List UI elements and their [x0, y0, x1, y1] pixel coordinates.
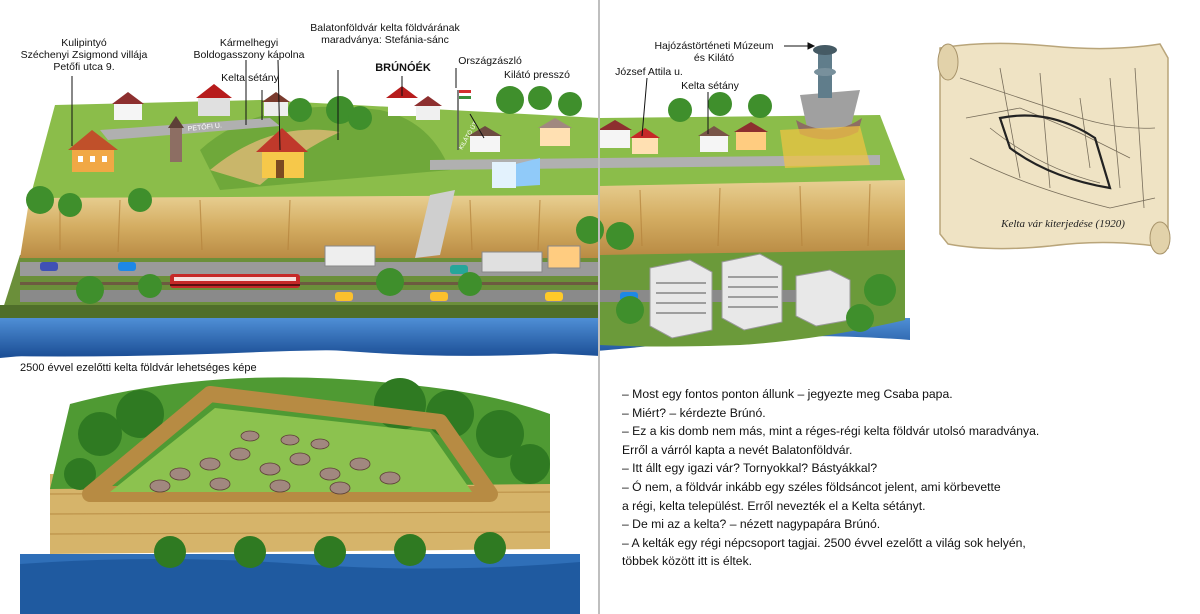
story-dialogue: – Most egy fontos ponton állunk – jegyez… — [622, 385, 1182, 571]
dialogue-line: Erről a várról kapta a nevét Balatonföld… — [622, 442, 853, 457]
earth-rampart — [82, 386, 498, 502]
house — [481, 251, 543, 273]
label-kelta-foldvar: Balatonföldvár kelta földvárának maradvá… — [310, 22, 460, 46]
celtic-fort-reconstruction — [20, 377, 580, 614]
dialogue-line: a régi, kelta települést. Erről nevezték… — [622, 498, 926, 513]
page-gutter — [598, 0, 600, 614]
playground — [780, 126, 870, 168]
house — [262, 92, 290, 116]
label-jozsef-attila-u: József Attila u. — [615, 66, 683, 78]
house-chapel — [256, 128, 308, 178]
house — [547, 245, 581, 269]
reconstruction-caption: 2500 évvel ezelőtti kelta földvár lehets… — [20, 362, 257, 374]
lake-water-left — [0, 318, 600, 357]
dialogue-line: – De mi az a kelta? – nézett nagypapára … — [622, 517, 881, 532]
dialogue-line: – Miért? – kérdezte Brúnó. — [622, 405, 766, 420]
label-karmelhegyi-kapolna: Kármelhegyi Boldogasszony kápolna — [193, 37, 305, 61]
label-kelta-setany-left: Kelta sétány — [221, 72, 279, 84]
stairs — [415, 190, 455, 258]
car — [40, 262, 58, 271]
house-kulipintyo — [68, 130, 118, 172]
house — [414, 96, 442, 120]
loess-cliff — [20, 195, 600, 258]
label-orszagzaszlo: Országzászló — [458, 55, 522, 67]
old-map-scroll — [937, 42, 1171, 255]
celtic-fort-outline — [998, 114, 1112, 190]
map-caption: Kelta vár kiterjedése (1920) — [1001, 218, 1125, 230]
house — [196, 84, 232, 116]
car — [335, 292, 353, 301]
celtic-huts — [149, 430, 401, 495]
dialogue-line: többek között itt is éltek. — [622, 554, 753, 569]
house — [324, 245, 376, 267]
dialogue-line: – Itt állt egy igazi vár? Tornyokkal? Bá… — [622, 461, 878, 476]
flag-pole — [457, 90, 471, 150]
label-kulipintyo: Kulipintyó Széchenyi Zsigmond villája Pe… — [20, 37, 148, 73]
label-brunoek: BRÚNÓÉK — [375, 62, 431, 74]
car — [118, 262, 136, 271]
car — [545, 292, 563, 301]
apartment-blocks — [649, 253, 851, 339]
house — [112, 92, 144, 120]
trees — [26, 86, 896, 332]
house-kulipintyo-tower — [168, 116, 184, 162]
dialogue-line: – A kelták egy régi népcsoport tagjai. 2… — [622, 535, 1026, 550]
dialogue-line: – Ó nem, a földvár inkább egy széles föl… — [622, 479, 1001, 494]
label-kelta-setany-right: Kelta sétány — [681, 80, 739, 92]
house-row — [468, 118, 768, 154]
ship-museum — [796, 45, 862, 140]
dialogue-line: – Most egy fontos ponton állunk – jegyez… — [622, 387, 953, 401]
label-kilato-presszo: Kilátó presszó — [504, 69, 570, 81]
train — [170, 274, 300, 288]
car — [430, 292, 448, 301]
car — [450, 265, 468, 274]
label-hajozastorteneti-muzeum: Hajózástörténeti Múzeum és Kilátó — [654, 40, 774, 64]
town-illustration: PETŐFI U. KILÁTÓ ÚT — [0, 42, 910, 358]
kilato-presszo — [492, 158, 540, 188]
dialogue-line: – Ez a kis domb nem más, mint a réges-ré… — [622, 424, 1040, 439]
